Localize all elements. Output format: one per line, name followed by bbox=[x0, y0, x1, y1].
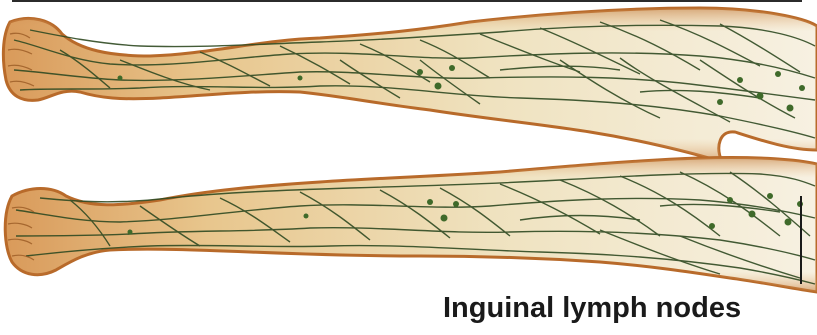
inguinal-lymph-nodes-label: Inguinal lymph nodes bbox=[443, 290, 815, 326]
inguinal-leader-line bbox=[800, 196, 802, 284]
lower-leg bbox=[5, 157, 817, 292]
